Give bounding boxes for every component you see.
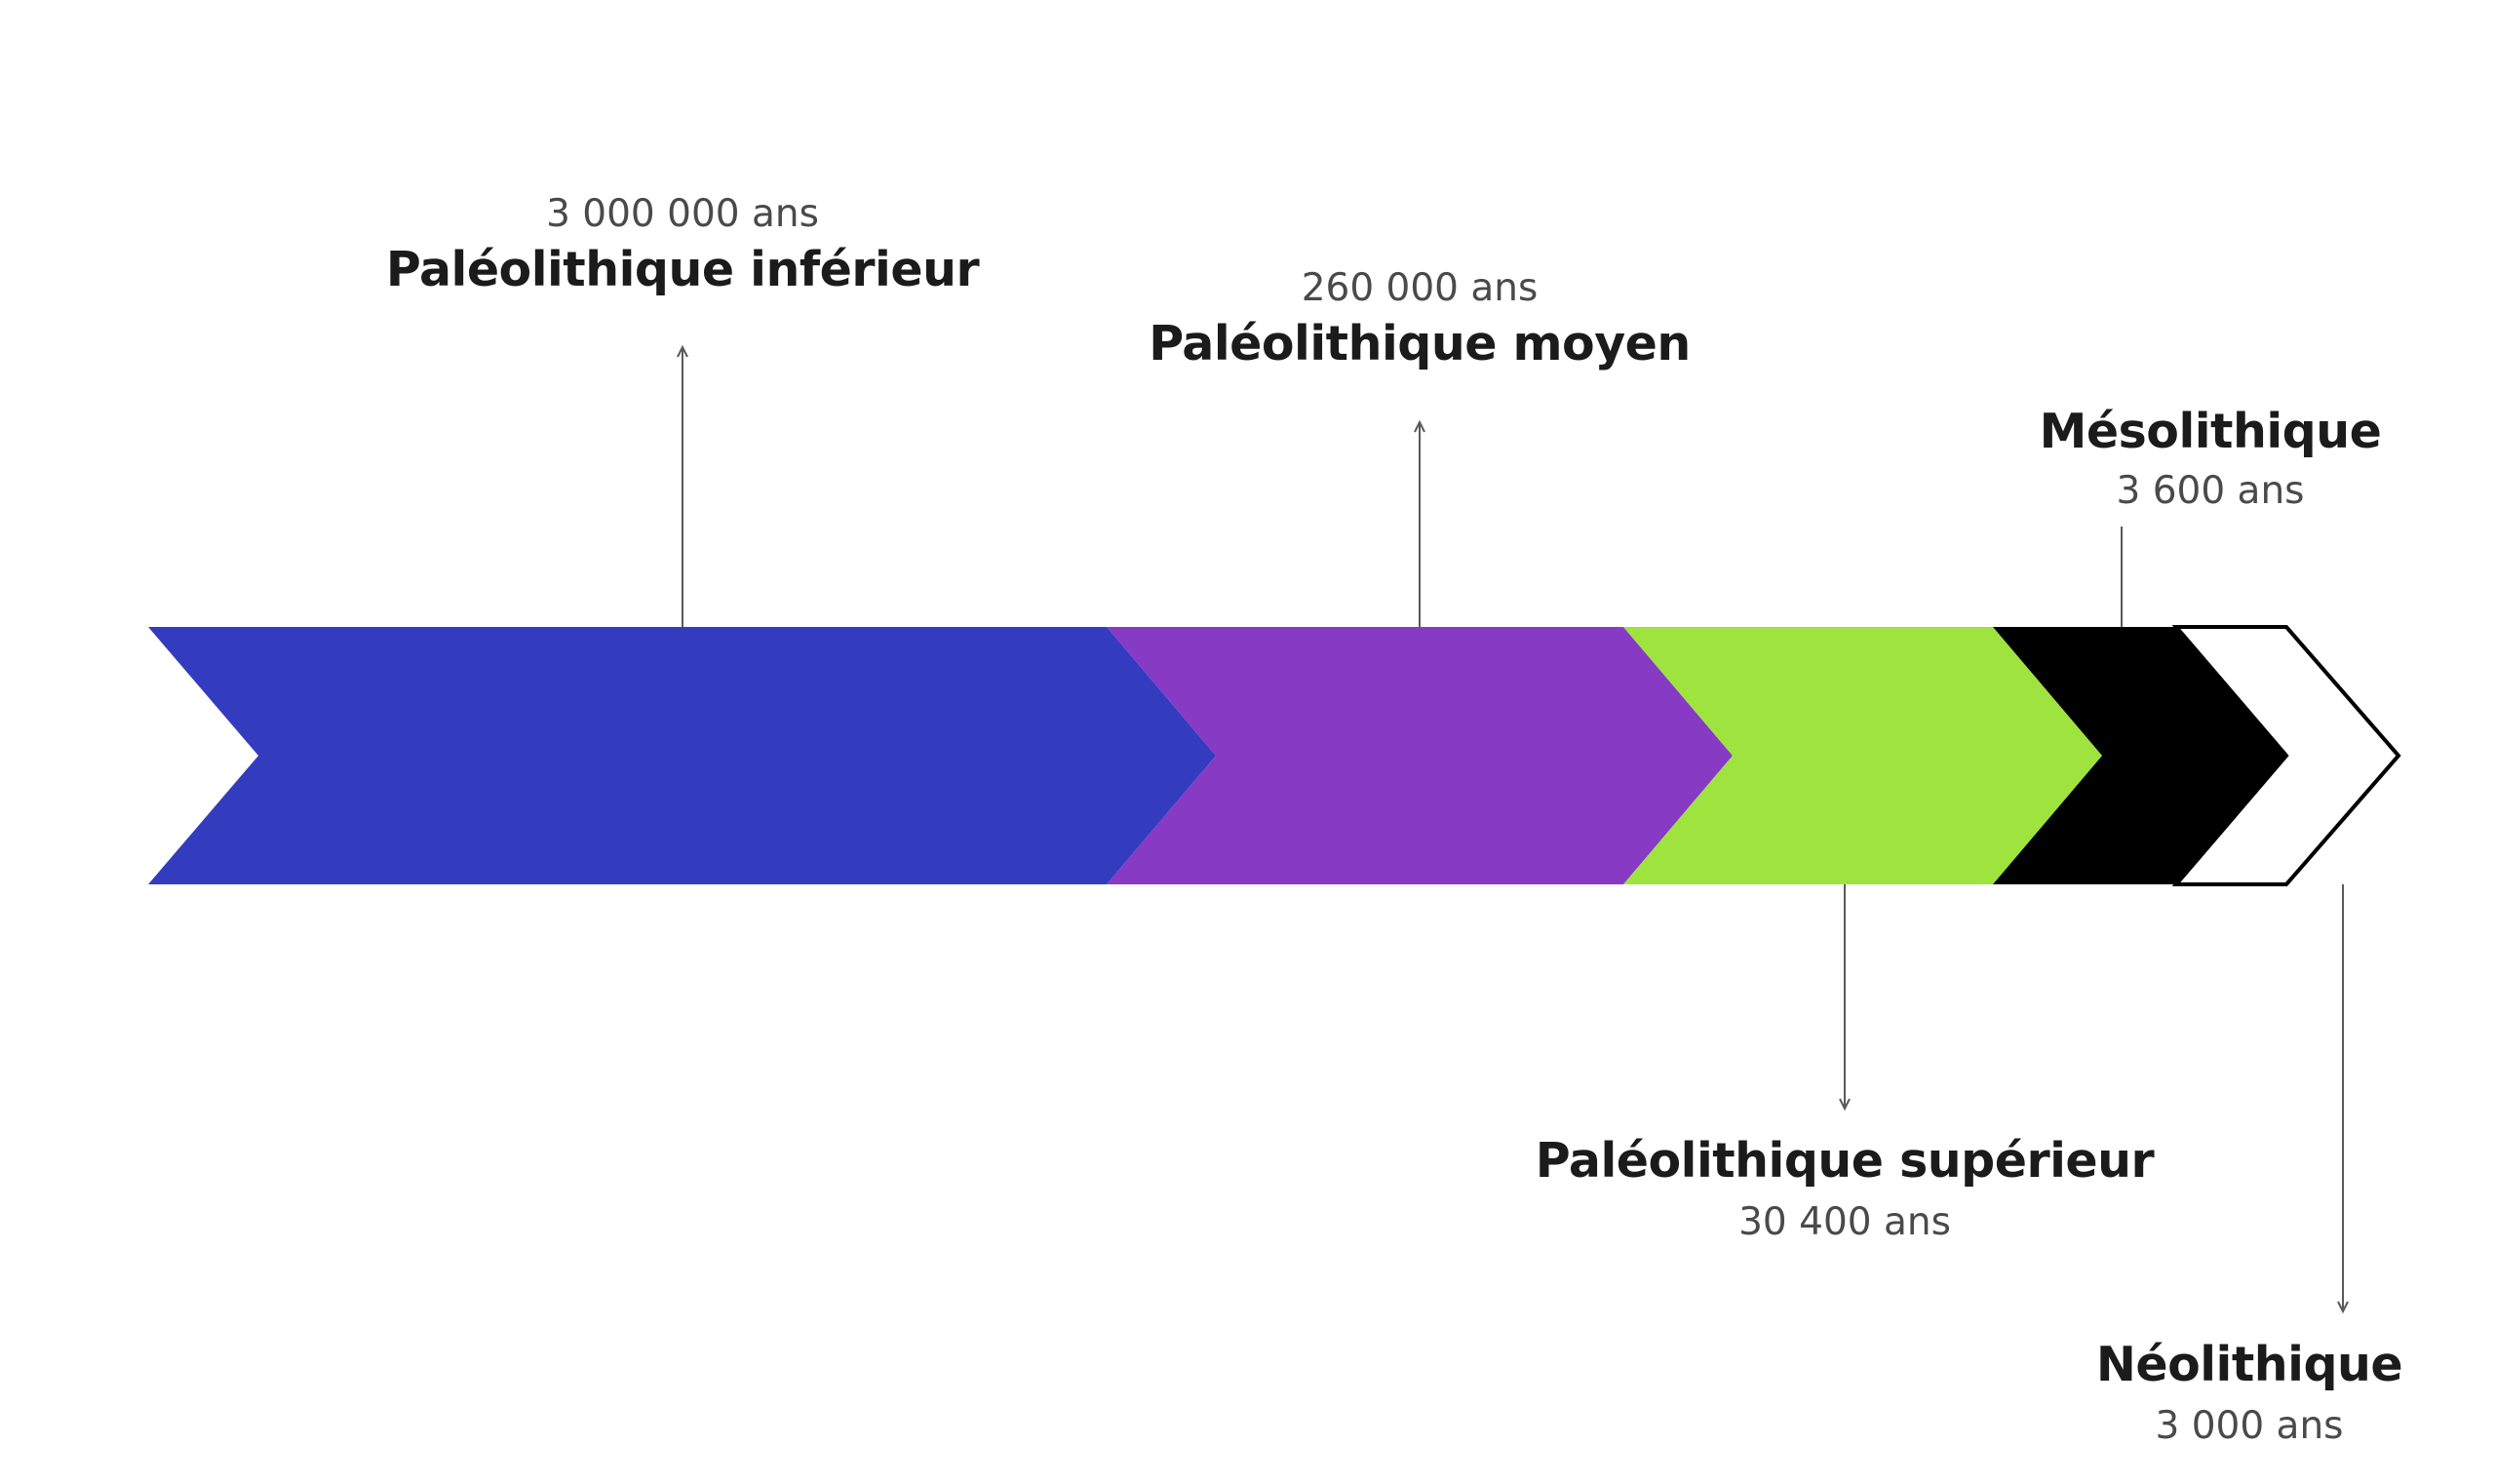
period-label: Mésolithique (2039, 404, 2382, 459)
segment-neolithique (2171, 625, 2401, 886)
duration-label: 3 600 ans (2116, 469, 2305, 513)
connector-arrowhead-paleolithique-moyen (1414, 419, 1425, 433)
segment-paleolithique-inferieur (148, 627, 1216, 884)
duration-label: 3 000 000 ans (546, 192, 819, 236)
connector-arrowhead-paleolithique-inferieur (677, 344, 688, 358)
period-label: Paléolithique supérieur (1535, 1133, 2155, 1189)
connector-arrowhead-paleolithique-superieur (1839, 1098, 1851, 1112)
duration-label: 260 000 ans (1301, 266, 1539, 310)
segment-paleolithique-superieur (1623, 627, 2102, 884)
period-label: Paléolithique inférieur (385, 242, 980, 297)
period-label: Paléolithique moyen (1149, 316, 1691, 371)
connector-arrowhead-neolithique (2337, 1301, 2349, 1314)
duration-label: 3 000 ans (2155, 1404, 2344, 1448)
segment-paleolithique-moyen (1107, 627, 1733, 884)
segment-mesolithique (1993, 627, 2286, 884)
period-label: Néolithique (2095, 1337, 2403, 1392)
duration-label: 30 400 ans (1738, 1200, 1951, 1244)
